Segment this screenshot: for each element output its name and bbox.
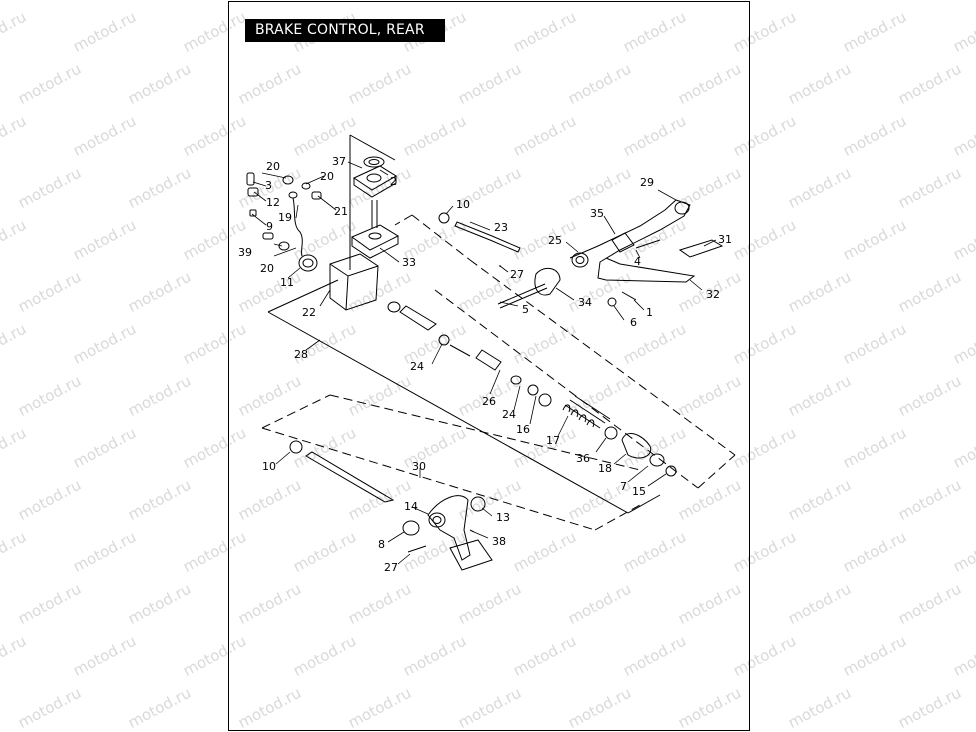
- master-cylinder-body-part: [329, 200, 400, 311]
- callout-32: 32: [706, 288, 720, 301]
- upper-pivot-shaft: [438, 212, 521, 267]
- callout-16: 16: [516, 423, 530, 436]
- callout-20-mid: 20: [320, 170, 334, 183]
- callout-27-upper: 27: [510, 268, 524, 281]
- callout-29: 29: [640, 176, 654, 189]
- callout-39: 39: [238, 246, 252, 259]
- callout-20-top: 20: [266, 160, 280, 173]
- pedal-assembly-upper: [497, 199, 724, 309]
- callout-18: 18: [598, 462, 612, 475]
- callout-24-lower: 24: [502, 408, 516, 421]
- callout-30: 30: [412, 460, 426, 473]
- callout-labels: 1 2 3 4 5 6 7 8 9 10 10 11 12 13 14 15 1…: [238, 155, 732, 574]
- piston-train: [387, 301, 677, 477]
- callout-22: 22: [302, 306, 316, 319]
- callout-36: 36: [576, 452, 590, 465]
- callout-26: 26: [482, 395, 496, 408]
- lower-pedal-assembly: [289, 440, 493, 571]
- callout-11: 11: [280, 276, 294, 289]
- callout-37: 37: [332, 155, 346, 168]
- callout-25: 25: [548, 234, 562, 247]
- callout-21: 21: [334, 205, 348, 218]
- callout-8: 8: [378, 538, 385, 551]
- callout-35: 35: [590, 207, 604, 220]
- callout-6: 6: [630, 316, 637, 329]
- callout-24-upper: 24: [410, 360, 424, 373]
- diagram-frame: [228, 1, 750, 731]
- callout-19: 19: [278, 211, 292, 224]
- callout-34: 34: [578, 296, 592, 309]
- callout-1: 1: [646, 306, 653, 319]
- assembly-outline-solid: [267, 134, 661, 514]
- callout-14: 14: [404, 500, 418, 513]
- callout-4: 4: [634, 255, 641, 268]
- brake-line-fittings: [246, 172, 322, 272]
- callout-12: 12: [266, 196, 280, 209]
- callout-28: 28: [294, 348, 308, 361]
- assembly-outline-dashed: [261, 214, 736, 531]
- leader-lines: [251, 161, 717, 565]
- callout-13: 13: [496, 511, 510, 524]
- callout-17: 17: [546, 434, 560, 447]
- callout-27-lower: 27: [384, 561, 398, 574]
- callout-2: 2: [390, 175, 397, 188]
- callout-38: 38: [492, 535, 506, 548]
- callout-7: 7: [620, 480, 627, 493]
- callout-15: 15: [632, 485, 646, 498]
- callout-10-lower: 10: [262, 460, 276, 473]
- callout-20-low: 20: [260, 262, 274, 275]
- callout-9: 9: [266, 220, 273, 233]
- reservoir-cover-part: [352, 156, 397, 198]
- callout-31: 31: [718, 233, 732, 246]
- callout-33: 33: [402, 256, 416, 269]
- callout-3: 3: [265, 179, 272, 192]
- callout-10-upper: 10: [456, 198, 470, 211]
- callout-5: 5: [522, 303, 529, 316]
- callout-23: 23: [494, 221, 508, 234]
- page-title: BRAKE CONTROL, REAR: [245, 19, 445, 42]
